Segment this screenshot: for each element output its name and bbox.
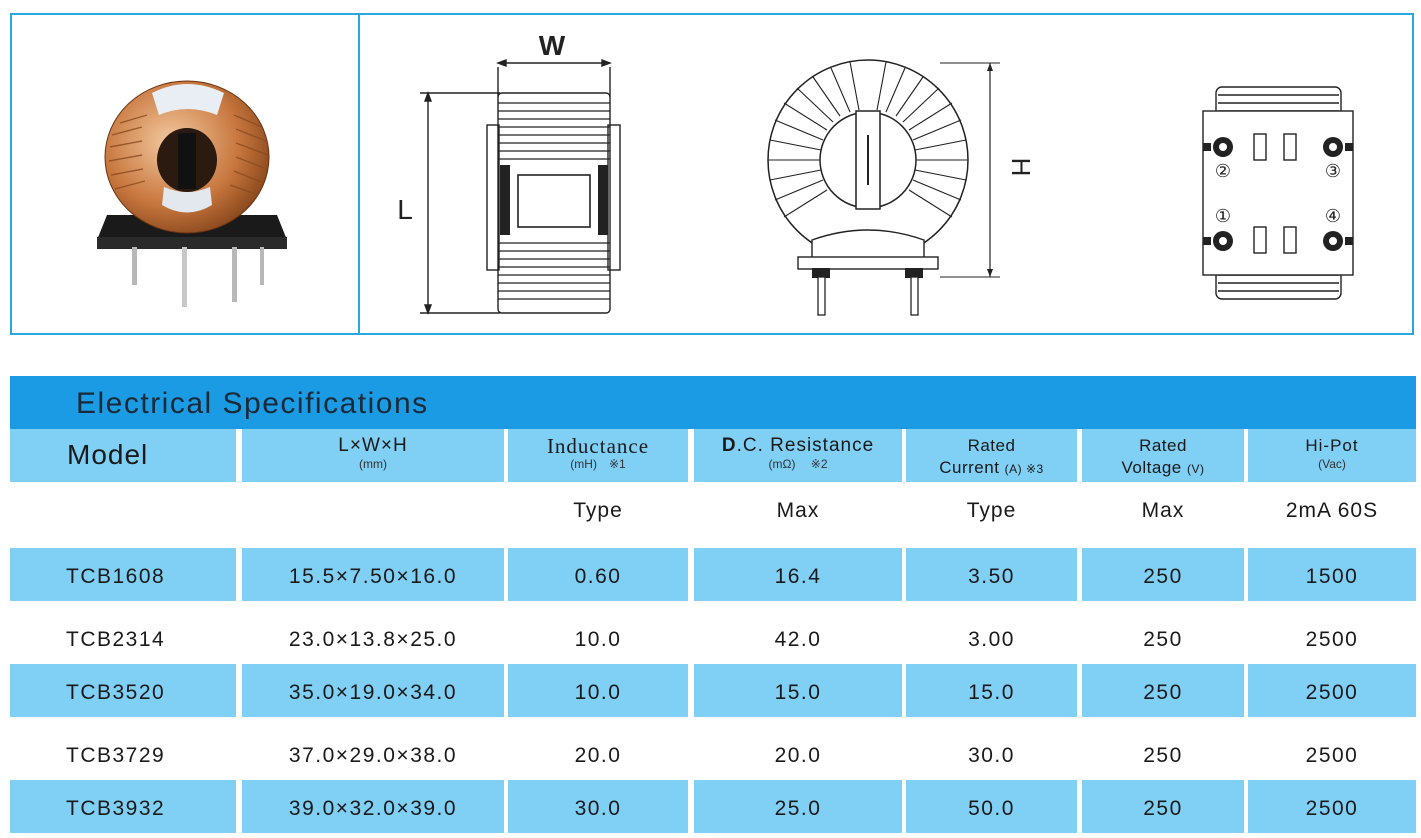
table-row: TCB3932 39.0×32.0×39.0 30.0 25.0 50.0 25… [10,780,1416,833]
dim-label-h: H [1006,158,1036,177]
table-row: TCB3520 35.0×19.0×34.0 10.0 15.0 15.0 25… [10,664,1416,717]
cell-model: TCB1608 [10,548,236,601]
product-figure-frame: W L [10,13,1414,335]
qualifier-current: Type [966,499,1017,522]
side-view-drawing [420,58,621,315]
cell-current: 3.00 [968,628,1015,651]
cell-inductance: 20.0 [574,744,622,767]
cell-current: 30.0 [968,744,1015,767]
cell-hipot: 1500 [1248,548,1416,601]
header-lwh: L×W×H (mm) [242,429,504,482]
dim-label-w: W [539,30,566,61]
cell-dcr: 25.0 [694,780,902,833]
header-dc-resistance: D.C. Resistance (mΩ) ※2 [694,429,902,482]
cell-inductance: 10.0 [508,664,688,717]
cell-current: 15.0 [906,664,1077,717]
cell-model: TCB3729 [66,744,166,767]
cell-model: TCB3520 [10,664,236,717]
cell-voltage: 250 [1143,744,1183,767]
header-model: Model [10,429,236,482]
cell-dcr: 20.0 [774,744,822,767]
pin-label-4: ④ [1325,206,1341,227]
qualifier-hipot: 2mA 60S [1285,499,1379,522]
cell-inductance: 10.0 [574,628,622,651]
qualifier-inductance: Type [573,499,623,522]
cell-voltage: 250 [1082,780,1244,833]
pin-layout-drawing [1202,86,1354,300]
cell-dcr: 16.4 [694,548,902,601]
pin-label-3: ③ [1325,161,1341,182]
pin-label-2: ② [1215,161,1231,182]
front-view-drawing: H [767,59,1036,316]
cell-hipot: 2500 [1248,780,1416,833]
cell-dcr: 42.0 [774,628,822,651]
cell-lwh: 39.0×32.0×39.0 [242,780,504,833]
cell-voltage: 250 [1082,664,1244,717]
qualifier-row: Type Max Type Max 2mA 60S [10,482,1416,538]
table-header-row: Model L×W×H (mm) Inductance (mH) ※1 D.C.… [10,429,1416,482]
table-row: TCB1608 15.5×7.50×16.0 0.60 16.4 3.50 25… [10,548,1416,601]
qualifier-voltage: Max [1141,499,1185,522]
dim-label-l: L [397,194,413,225]
product-photo [12,15,360,333]
cell-hipot: 2500 [1248,664,1416,717]
cell-current: 50.0 [906,780,1077,833]
technical-drawings: W L [360,15,1412,333]
electrical-specifications-table: Electrical Specifications Model L×W×H (m… [10,376,1416,833]
cell-current: 3.50 [906,548,1077,601]
cell-lwh: 15.5×7.50×16.0 [242,548,504,601]
table-row: TCB3729 37.0×29.0×38.0 20.0 20.0 30.0 25… [10,727,1416,780]
cell-inductance: 30.0 [508,780,688,833]
header-hi-pot: Hi-Pot (Vac) [1248,429,1416,482]
table-row: TCB2314 23.0×13.8×25.0 10.0 42.0 3.00 25… [10,611,1416,664]
table-title: Electrical Specifications [10,376,1416,429]
qualifier-dcr: Max [776,499,820,522]
cell-lwh: 23.0×13.8×25.0 [288,628,458,651]
cell-hipot: 2500 [1305,628,1359,651]
cell-voltage: 250 [1143,628,1183,651]
cell-voltage: 250 [1082,548,1244,601]
cell-model: TCB3932 [10,780,236,833]
cell-dcr: 15.0 [694,664,902,717]
cell-lwh: 35.0×19.0×34.0 [242,664,504,717]
cell-inductance: 0.60 [508,548,688,601]
cell-lwh: 37.0×29.0×38.0 [288,744,458,767]
cell-model: TCB2314 [66,628,166,651]
cell-hipot: 2500 [1305,744,1359,767]
pin-label-1: ① [1215,206,1231,227]
header-inductance: Inductance (mH) ※1 [508,429,688,482]
